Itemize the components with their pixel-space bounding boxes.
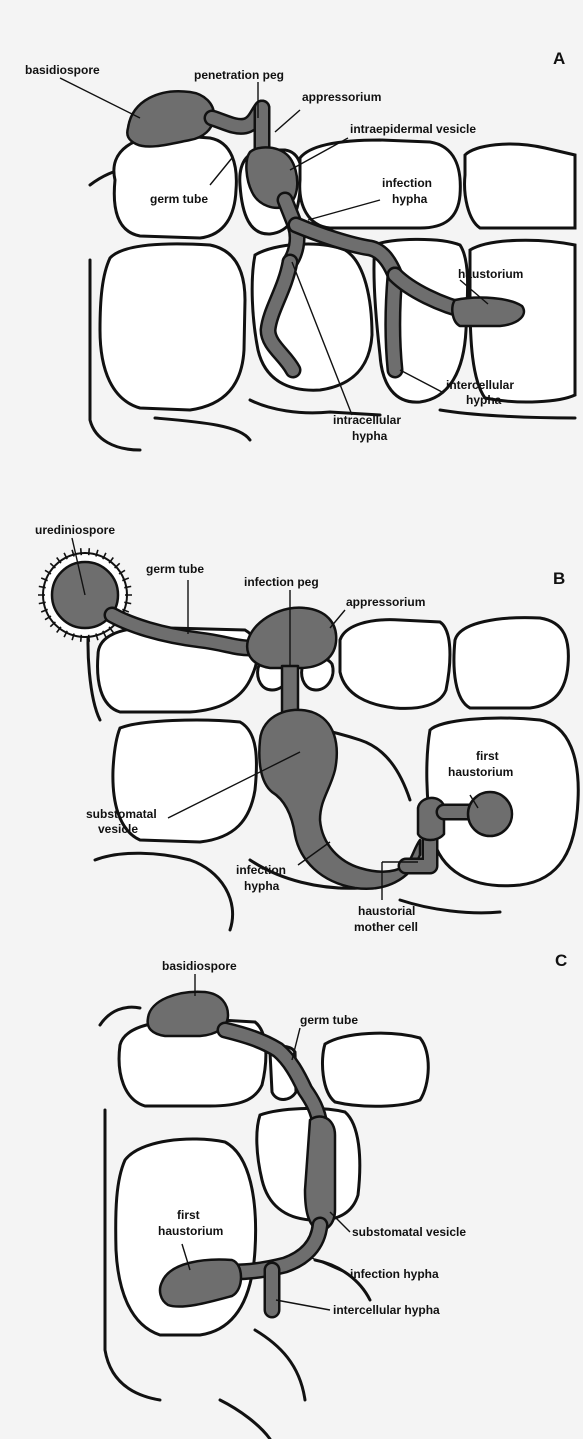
label-infection-hypha-b-2: hypha — [244, 879, 280, 893]
label-intracellular-hypha-a-2: hypha — [352, 429, 388, 443]
panel-c-plant-cells — [100, 1007, 428, 1439]
label-germ-tube-c: germ tube — [300, 1013, 358, 1027]
panel-c-letter: C — [555, 951, 567, 970]
panel-b-appressorium — [247, 608, 336, 668]
label-haustorial-mother-cell-b-1: haustorial — [358, 904, 415, 918]
label-haustorium-a: haustorium — [458, 267, 523, 281]
label-appressorium-a: appressorium — [302, 90, 381, 104]
label-infection-hypha-a-2: hypha — [392, 192, 428, 206]
panel-a-haustorium — [452, 298, 524, 326]
label-first-haustorium-b-2: haustorium — [448, 765, 513, 779]
label-intercellular-hypha-c: intercellular hypha — [333, 1303, 440, 1317]
label-intracellular-hypha-a-1: intracellular — [333, 413, 401, 427]
panel-b: B urediniospore germ tube infection peg … — [35, 523, 578, 934]
label-first-haustorium-c-1: first — [177, 1208, 200, 1222]
label-infection-hypha-c: infection hypha — [350, 1267, 439, 1281]
label-intercellular-hypha-a-2: hypha — [466, 393, 502, 407]
label-first-haustorium-b-1: first — [476, 749, 499, 763]
panel-b-letter: B — [553, 569, 565, 588]
label-urediniospore-b: urediniospore — [35, 523, 115, 537]
label-infection-peg-b: infection peg — [244, 575, 319, 589]
label-germ-tube-a: germ tube — [150, 192, 208, 206]
label-infection-hypha-b-1: infection — [236, 863, 286, 877]
label-substomatal-vesicle-b-2: vesicle — [98, 822, 138, 836]
label-basidiospore-a: basidiospore — [25, 63, 100, 77]
panel-c-basidiospore — [148, 992, 228, 1036]
label-penetration-peg-a: penetration peg — [194, 68, 284, 82]
panel-b-fungus — [38, 548, 512, 889]
label-intercellular-hypha-a-1: intercellular — [446, 378, 514, 392]
label-germ-tube-b: germ tube — [146, 562, 204, 576]
label-substomatal-vesicle-c: substomatal vesicle — [352, 1225, 466, 1239]
label-haustorial-mother-cell-b-2: mother cell — [354, 920, 418, 934]
panel-a: A basidiospore penetration peg appressor… — [25, 49, 575, 450]
label-infection-hypha-a-1: infection — [382, 176, 432, 190]
label-first-haustorium-c-2: haustorium — [158, 1224, 223, 1238]
panel-a-letter: A — [553, 49, 565, 68]
panel-a-plant-cells — [90, 135, 575, 450]
panel-b-first-haustorium — [468, 792, 512, 836]
label-substomatal-vesicle-b-1: substomatal — [86, 807, 157, 821]
panel-c: C basidiospore germ tube substomatal ves… — [100, 951, 567, 1439]
label-intraepidermal-vesicle-a: intraepidermal vesicle — [350, 122, 476, 136]
label-basidiospore-c: basidiospore — [162, 959, 237, 973]
label-appressorium-b: appressorium — [346, 595, 425, 609]
